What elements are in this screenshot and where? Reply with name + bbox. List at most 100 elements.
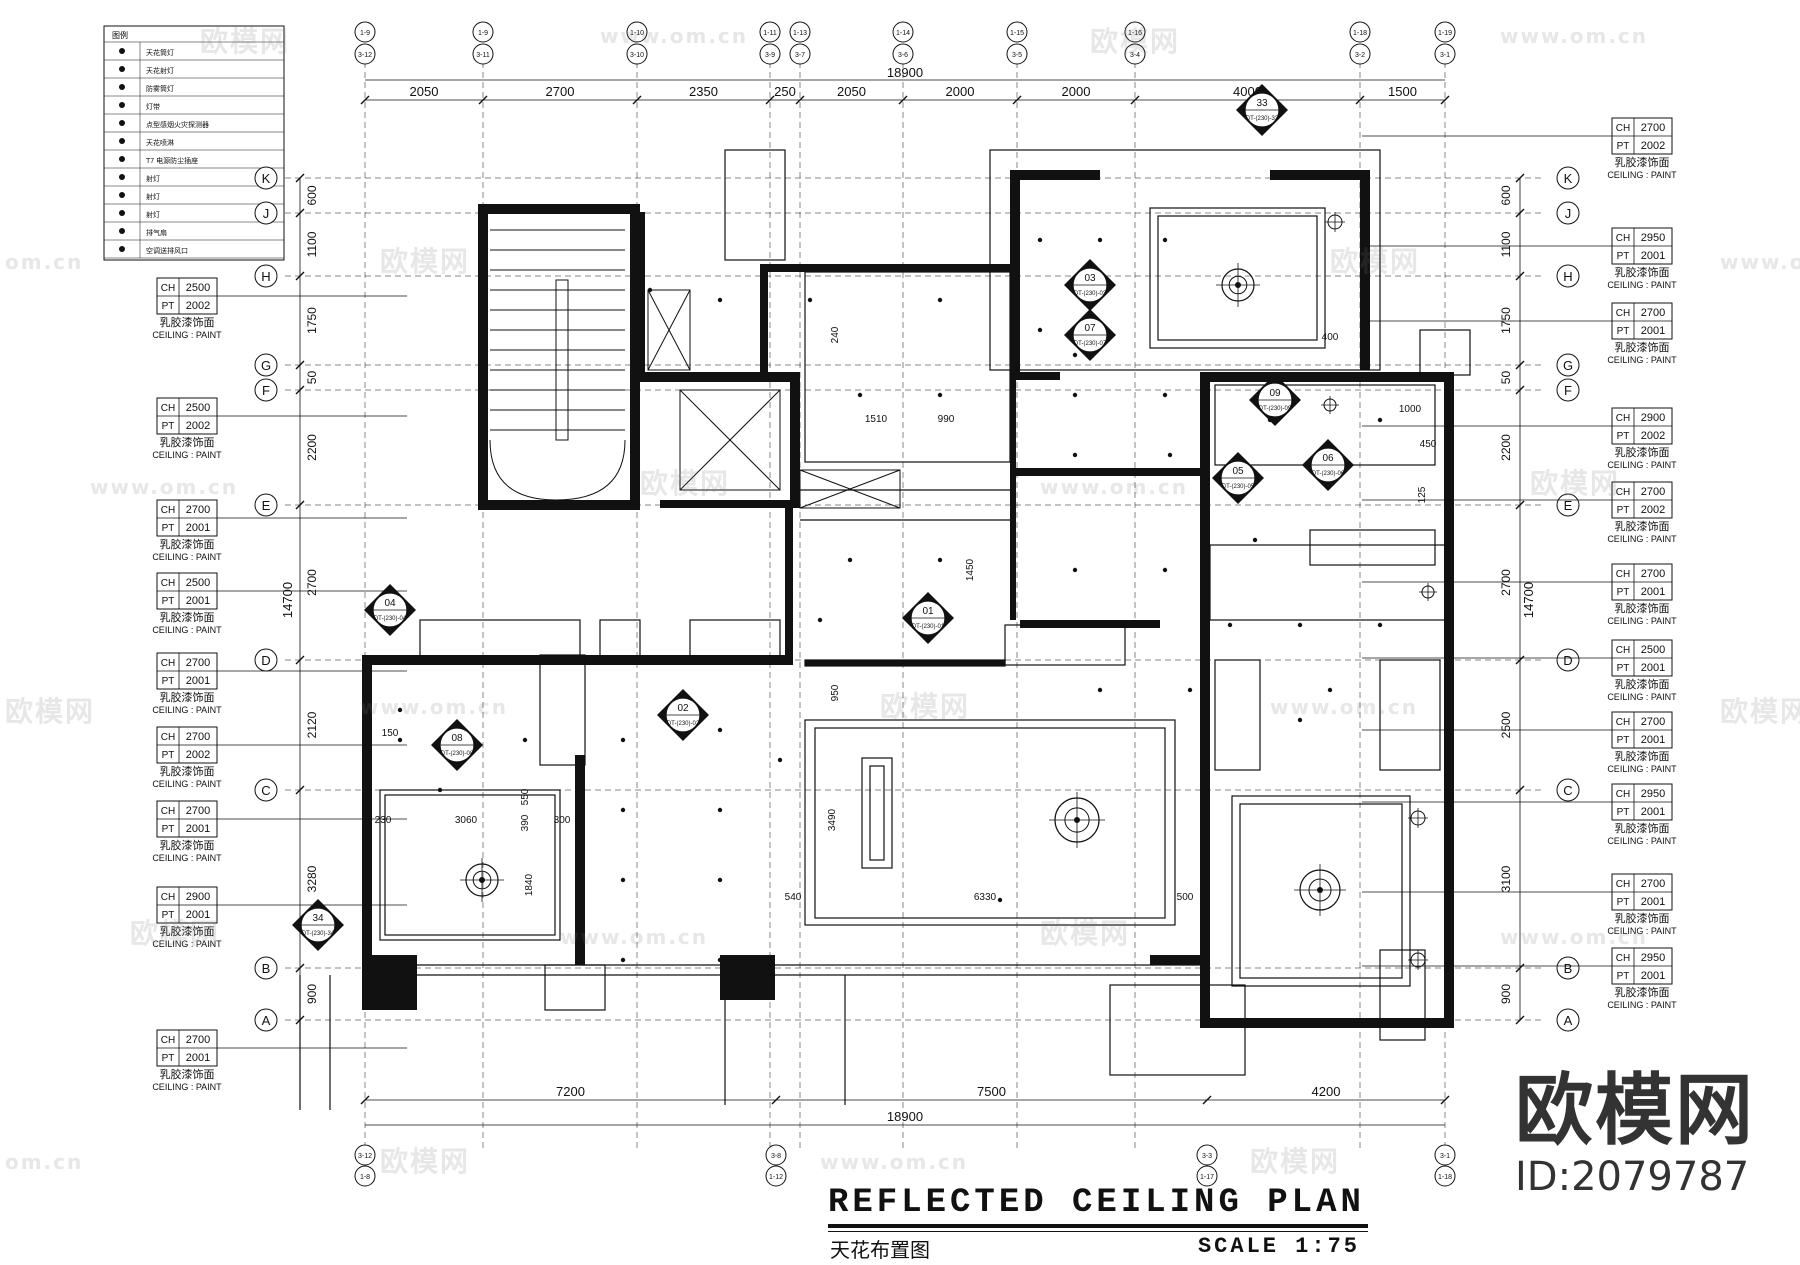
downlight-dot bbox=[1227, 622, 1233, 628]
tag-finish-en: CEILING : PAINT bbox=[152, 705, 222, 715]
tag-ch-label: CH bbox=[1616, 308, 1630, 319]
dim-tick bbox=[1202, 1095, 1212, 1105]
axis-label-bottom: 3-1 bbox=[1440, 52, 1450, 59]
downlight-dot bbox=[717, 877, 723, 883]
axis-bubble-bottom bbox=[892, 43, 914, 65]
tag-pt-value: 2002 bbox=[1641, 430, 1665, 442]
tag-pt-label: PT bbox=[162, 421, 175, 432]
row-bubble-left bbox=[254, 1008, 278, 1032]
tag-ch-value: 2500 bbox=[186, 282, 210, 294]
axis-bubble-bottom bbox=[1349, 43, 1371, 65]
tag-pt-value: 2001 bbox=[1641, 325, 1665, 337]
downlight-dot bbox=[1162, 567, 1168, 573]
tag-pt-value: 2001 bbox=[186, 595, 210, 607]
downlight-dot bbox=[1072, 392, 1078, 398]
row-label-left: B bbox=[262, 961, 271, 976]
row-bubble-left bbox=[254, 264, 278, 288]
tag-pt-value: 2002 bbox=[186, 300, 210, 312]
overall-height-right: 14700 bbox=[1521, 582, 1536, 618]
downlight-dot bbox=[397, 737, 403, 743]
tag-pt-value: 2001 bbox=[186, 1052, 210, 1064]
tag-ch-value: 2500 bbox=[1641, 644, 1665, 656]
downlight-dot bbox=[1252, 537, 1258, 543]
tag-ch-value: 2700 bbox=[186, 657, 210, 669]
axis-bubble-top bbox=[472, 21, 494, 43]
downlight-dot bbox=[1097, 687, 1103, 693]
dim-text-top: 2050 bbox=[410, 84, 439, 99]
marker-reference: DT-(230)-06 bbox=[1312, 471, 1345, 477]
downlight-dot bbox=[1072, 567, 1078, 573]
downlight-dot bbox=[1327, 687, 1333, 693]
interior-dim-text: 125 bbox=[1417, 486, 1428, 503]
title-underline bbox=[828, 1231, 1368, 1232]
tag-ch-label: CH bbox=[1616, 487, 1630, 498]
marker-reference: DT-(230)-07 bbox=[1074, 341, 1107, 347]
legend-row-label: 点型感烟火灾探测器 bbox=[146, 120, 209, 129]
row-bubble-right bbox=[1556, 353, 1580, 377]
axis-bubble-bottom bbox=[1196, 1165, 1218, 1187]
dim-tick bbox=[1515, 963, 1525, 973]
marker-number: 07 bbox=[1084, 323, 1096, 334]
dim-text-left: 2120 bbox=[305, 711, 319, 738]
tag-finish-cn: 乳胶漆饰面 bbox=[160, 537, 215, 551]
tag-pt-label: PT bbox=[1617, 141, 1630, 152]
downlight-dot bbox=[807, 297, 813, 303]
downlights bbox=[397, 237, 1383, 963]
tag-ch-label: CH bbox=[161, 1035, 175, 1046]
tag-finish-cn: 乳胶漆饰面 bbox=[1615, 749, 1670, 763]
tag-pt-label: PT bbox=[162, 523, 175, 534]
interior-dim-text: 6330 bbox=[974, 892, 997, 903]
axis-bubble-top bbox=[1196, 1144, 1218, 1166]
axis-label-top: 1-18 bbox=[1353, 30, 1367, 37]
tag-ch-value: 2500 bbox=[186, 402, 210, 414]
dim-text-left: 3280 bbox=[305, 865, 319, 892]
interior-dim-text: 3060 bbox=[455, 815, 478, 826]
axis-label-top: 3-8 bbox=[771, 1153, 781, 1160]
tag-pt-value: 2001 bbox=[1641, 970, 1665, 982]
marker-reference: DT-(230)-04 bbox=[374, 616, 407, 622]
tag-pt-value: 2001 bbox=[186, 909, 210, 921]
row-label-right: J bbox=[1565, 206, 1572, 221]
row-label-right: A bbox=[1564, 1013, 1573, 1028]
axis-label-bottom: 1-17 bbox=[1200, 1174, 1214, 1181]
axis-bubble-top bbox=[354, 21, 376, 43]
marker-reference: DT-(230)-02 bbox=[667, 721, 700, 727]
tag-finish-cn: 乳胶漆饰面 bbox=[1615, 155, 1670, 169]
tag-ch-value: 2700 bbox=[1641, 486, 1665, 498]
downlight-dot bbox=[1297, 717, 1303, 723]
row-bubble-right bbox=[1556, 956, 1580, 980]
interior-dim-text: 950 bbox=[830, 684, 841, 701]
tag-finish-cn: 乳胶漆饰面 bbox=[160, 610, 215, 624]
marker-reference: DT-(230)-08 bbox=[441, 751, 474, 757]
tag-finish-en: CEILING : PAINT bbox=[152, 450, 222, 460]
row-bubble-right bbox=[1556, 1008, 1580, 1032]
downlight-dot bbox=[647, 287, 653, 293]
legend-symbol bbox=[119, 138, 125, 144]
tag-finish-en: CEILING : PAINT bbox=[152, 1082, 222, 1092]
tag-finish-cn: 乳胶漆饰面 bbox=[160, 435, 215, 449]
tag-pt-value: 2002 bbox=[186, 420, 210, 432]
tag-ch-label: CH bbox=[161, 578, 175, 589]
row-label-left: F bbox=[262, 383, 270, 398]
downlight-dot bbox=[937, 297, 943, 303]
legend-row-label: 射灯 bbox=[146, 210, 160, 219]
tag-finish-en: CEILING : PAINT bbox=[1607, 280, 1677, 290]
marker-reference: DT-(230)-09 bbox=[1259, 406, 1292, 412]
row-bubble-right bbox=[1556, 648, 1580, 672]
axis-bubble-bottom bbox=[789, 43, 811, 65]
axis-label-bottom: 3-9 bbox=[765, 52, 775, 59]
tag-finish-cn: 乳胶漆饰面 bbox=[1615, 601, 1670, 615]
tag-finish-cn: 乳胶漆饰面 bbox=[160, 924, 215, 938]
legend-symbol bbox=[119, 228, 125, 234]
row-label-left: E bbox=[262, 498, 271, 513]
downlight-dot bbox=[522, 737, 528, 743]
axis-label-top: 1-15 bbox=[1010, 30, 1024, 37]
marker-reference: DT-(230)-33 bbox=[1246, 116, 1279, 122]
axis-label-bottom: 1-8 bbox=[360, 1174, 370, 1181]
tag-pt-label: PT bbox=[162, 676, 175, 687]
dim-text-left: 2200 bbox=[305, 434, 319, 461]
dim-tick bbox=[360, 1095, 370, 1105]
